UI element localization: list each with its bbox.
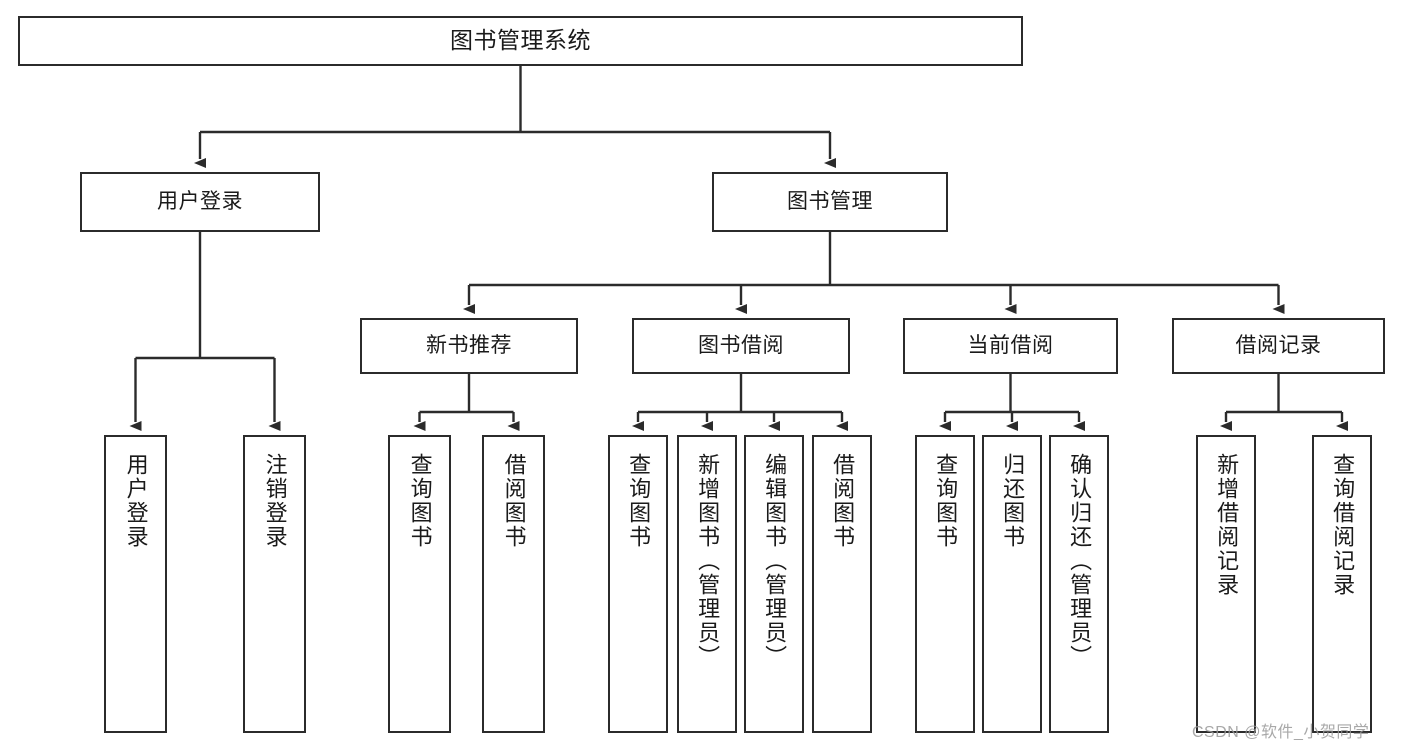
node-leaf_edit_book: 编辑图书（管理员） [744, 435, 804, 733]
node-label: 借阅记录 [1235, 333, 1322, 357]
node-label: 用户登录 [157, 189, 243, 213]
node-label: 当前借阅 [967, 333, 1054, 357]
node-label: 编辑图书（管理员） [762, 453, 788, 669]
node-label: 查询借阅记录 [1330, 453, 1356, 597]
node-current_borrow: 当前借阅 [903, 318, 1118, 374]
node-label: 查询图书 [933, 453, 959, 549]
node-root: 图书管理系统 [18, 16, 1023, 66]
node-borrow_record: 借阅记录 [1172, 318, 1385, 374]
node-leaf_borrow_book_1: 借阅图书 [482, 435, 545, 733]
node-leaf_query_book_1: 查询图书 [388, 435, 451, 733]
node-leaf_return_book: 归还图书 [982, 435, 1042, 733]
node-label: 新书推荐 [426, 333, 512, 357]
node-leaf_query_book_3: 查询图书 [915, 435, 975, 733]
node-user_login: 用户登录 [80, 172, 320, 232]
node-label: 注销登录 [262, 453, 288, 549]
node-label: 借阅图书 [501, 453, 527, 549]
node-leaf_user_login: 用户登录 [104, 435, 167, 733]
node-label: 借阅图书 [830, 453, 856, 549]
node-leaf_confirm_return: 确认归还（管理员） [1049, 435, 1109, 733]
node-label: 图书管理 [787, 189, 873, 213]
node-label: 归还图书 [1000, 453, 1026, 549]
node-book_borrow: 图书借阅 [632, 318, 850, 374]
node-leaf_query_book_2: 查询图书 [608, 435, 668, 733]
node-label: 新增图书（管理员） [695, 453, 721, 669]
node-leaf_add_record: 新增借阅记录 [1196, 435, 1256, 733]
node-leaf_borrow_book_2: 借阅图书 [812, 435, 872, 733]
node-label: 用户登录 [123, 453, 149, 549]
csdn-watermark: CSDN @软件_小贺同学 [1192, 724, 1370, 741]
node-label: 图书管理系统 [450, 27, 591, 54]
node-label: 确认归还（管理员） [1067, 453, 1093, 669]
node-leaf_add_book: 新增图书（管理员） [677, 435, 737, 733]
node-new_book_rec: 新书推荐 [360, 318, 578, 374]
node-label: 查询图书 [407, 453, 433, 549]
node-label: 图书借阅 [698, 333, 784, 357]
node-leaf_logout: 注销登录 [243, 435, 306, 733]
node-leaf_query_record: 查询借阅记录 [1312, 435, 1372, 733]
node-label: 新增借阅记录 [1214, 453, 1240, 597]
node-label: 查询图书 [626, 453, 652, 549]
node-book_manage: 图书管理 [712, 172, 948, 232]
